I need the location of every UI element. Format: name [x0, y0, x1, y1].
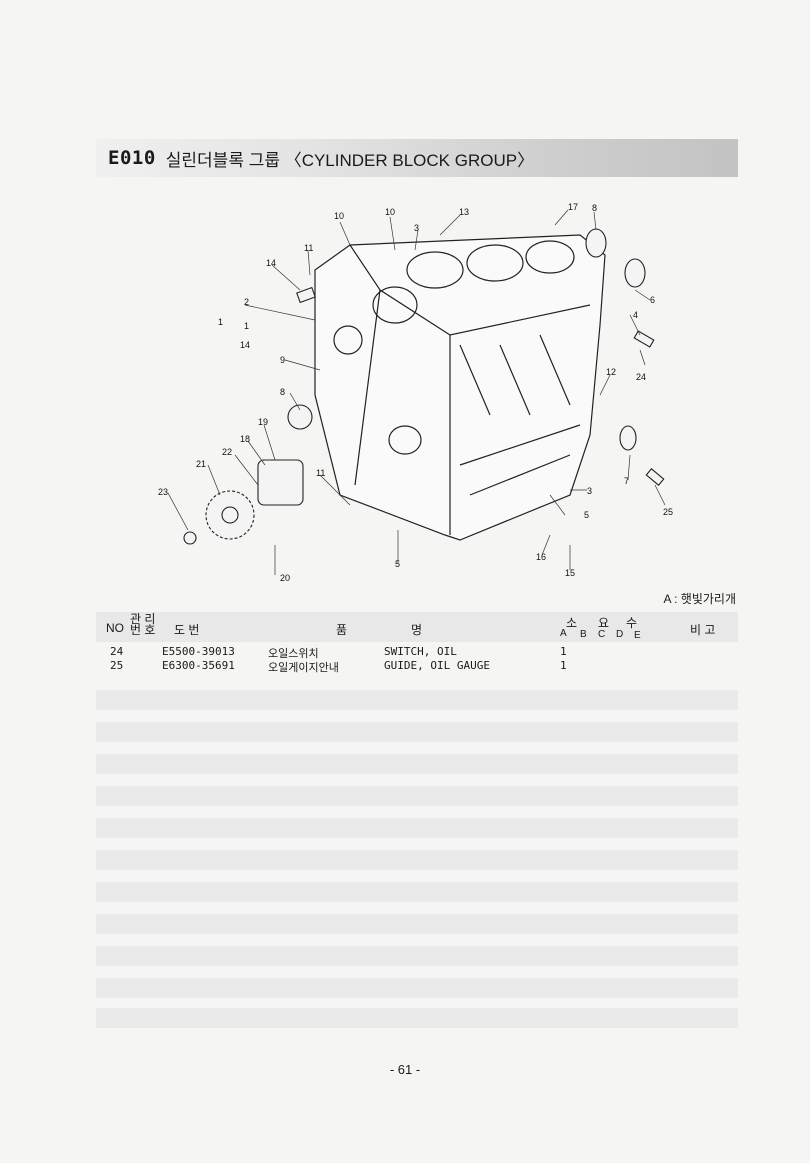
- shaded-band: [96, 1008, 738, 1028]
- callout: 14: [266, 258, 276, 268]
- shaded-band: [96, 786, 738, 806]
- callout: 25: [663, 507, 673, 517]
- cell-part-number: E6300-35691: [162, 659, 235, 672]
- cell-english-name: GUIDE, OIL GAUGE: [384, 659, 490, 672]
- header-qty-b: B: [580, 629, 587, 640]
- shaded-band: [96, 818, 738, 838]
- cell-no: 25: [110, 659, 124, 672]
- shaded-band: [96, 690, 738, 710]
- callout: 3: [587, 486, 592, 496]
- header-qty-a: A: [560, 628, 567, 639]
- callout: 19: [258, 417, 268, 427]
- header-qty-2: 요: [598, 616, 610, 630]
- callout: 1: [218, 317, 223, 327]
- callout: 1: [244, 321, 249, 331]
- callout: 11: [316, 468, 325, 478]
- header-remarks: 비 고: [690, 623, 716, 637]
- callout: 10: [385, 207, 395, 217]
- shaded-band: [96, 882, 738, 902]
- callout: 7: [624, 476, 629, 486]
- shaded-band: [96, 978, 738, 998]
- callout: 8: [280, 387, 285, 397]
- callout: 13: [459, 207, 469, 217]
- cell-korean-name: 오일스위치: [268, 647, 319, 660]
- callout: 21: [196, 459, 206, 469]
- callout: 4: [633, 310, 638, 320]
- callout: 8: [592, 203, 597, 213]
- header-qty-e: E: [634, 630, 641, 641]
- callout: 6: [650, 295, 655, 305]
- cylinder-block-exploded-diagram: 10 10 13 17 8 3 11 14 2 1 1 14 6 4 9 12 …: [158, 202, 673, 583]
- callout: 18: [240, 434, 250, 444]
- callout: 2: [244, 297, 249, 307]
- shaded-band: [96, 754, 738, 774]
- callout: 20: [280, 573, 290, 583]
- callout: 9: [280, 355, 285, 365]
- cell-qty: 1: [560, 659, 567, 672]
- callout: 14: [240, 340, 250, 350]
- callout: 12: [606, 367, 616, 377]
- header-name-left: 품: [336, 623, 348, 637]
- callout: 22: [222, 447, 232, 457]
- legend-note: A : 햇빛가리개: [663, 592, 736, 606]
- header-qty-d: D: [616, 629, 624, 640]
- callout: 10: [334, 211, 344, 221]
- callout: 15: [565, 568, 575, 578]
- section-title: 실린더블록 그룹 〈CYLINDER BLOCK GROUP〉: [165, 150, 535, 170]
- header-drawing-number: 도 번: [174, 623, 200, 637]
- header-name-right: 명: [411, 623, 423, 637]
- header-qty-1: 소: [566, 616, 578, 630]
- table-row: 25 E6300-35691 오일게이지안내 GUIDE, OIL GAUGE …: [96, 659, 738, 674]
- callout: 24: [636, 372, 646, 382]
- cell-korean-name: 오일게이지안내: [268, 661, 339, 674]
- page-number: - 61 -: [389, 1062, 421, 1077]
- callout: 16: [536, 552, 546, 562]
- callout: 5: [584, 510, 589, 520]
- callout: 23: [158, 487, 168, 497]
- header-no: NO: [106, 621, 124, 635]
- shaded-band: [96, 722, 738, 742]
- table-row: 24 E5500-39013 오일스위치 SWITCH, OIL 1: [96, 645, 738, 660]
- table-header: NO 관 리 번 호 도 번 품 명 소 요 수 A B C D E 비 고: [96, 612, 738, 642]
- callout: 3: [414, 223, 419, 233]
- cell-no: 24: [110, 645, 124, 658]
- shaded-band: [96, 850, 738, 870]
- section-code: E010: [108, 147, 156, 169]
- callout: 17: [568, 202, 578, 212]
- cell-part-number: E5500-39013: [162, 645, 235, 658]
- parts-table-body: 24 E5500-39013 오일스위치 SWITCH, OIL 1 25 E6…: [96, 645, 738, 674]
- shaded-band: [96, 946, 738, 966]
- cell-qty: 1: [560, 645, 567, 658]
- header-qty-c: C: [598, 629, 606, 640]
- cell-english-name: SWITCH, OIL: [384, 645, 457, 658]
- header-qty-3: 수: [626, 616, 638, 630]
- callout: 5: [395, 559, 400, 569]
- callout: 11: [304, 243, 313, 253]
- header-kanri: 관 리 번 호: [130, 612, 156, 637]
- shaded-band: [96, 914, 738, 934]
- section-header: E010 실린더블록 그룹 〈CYLINDER BLOCK GROUP〉: [96, 139, 738, 177]
